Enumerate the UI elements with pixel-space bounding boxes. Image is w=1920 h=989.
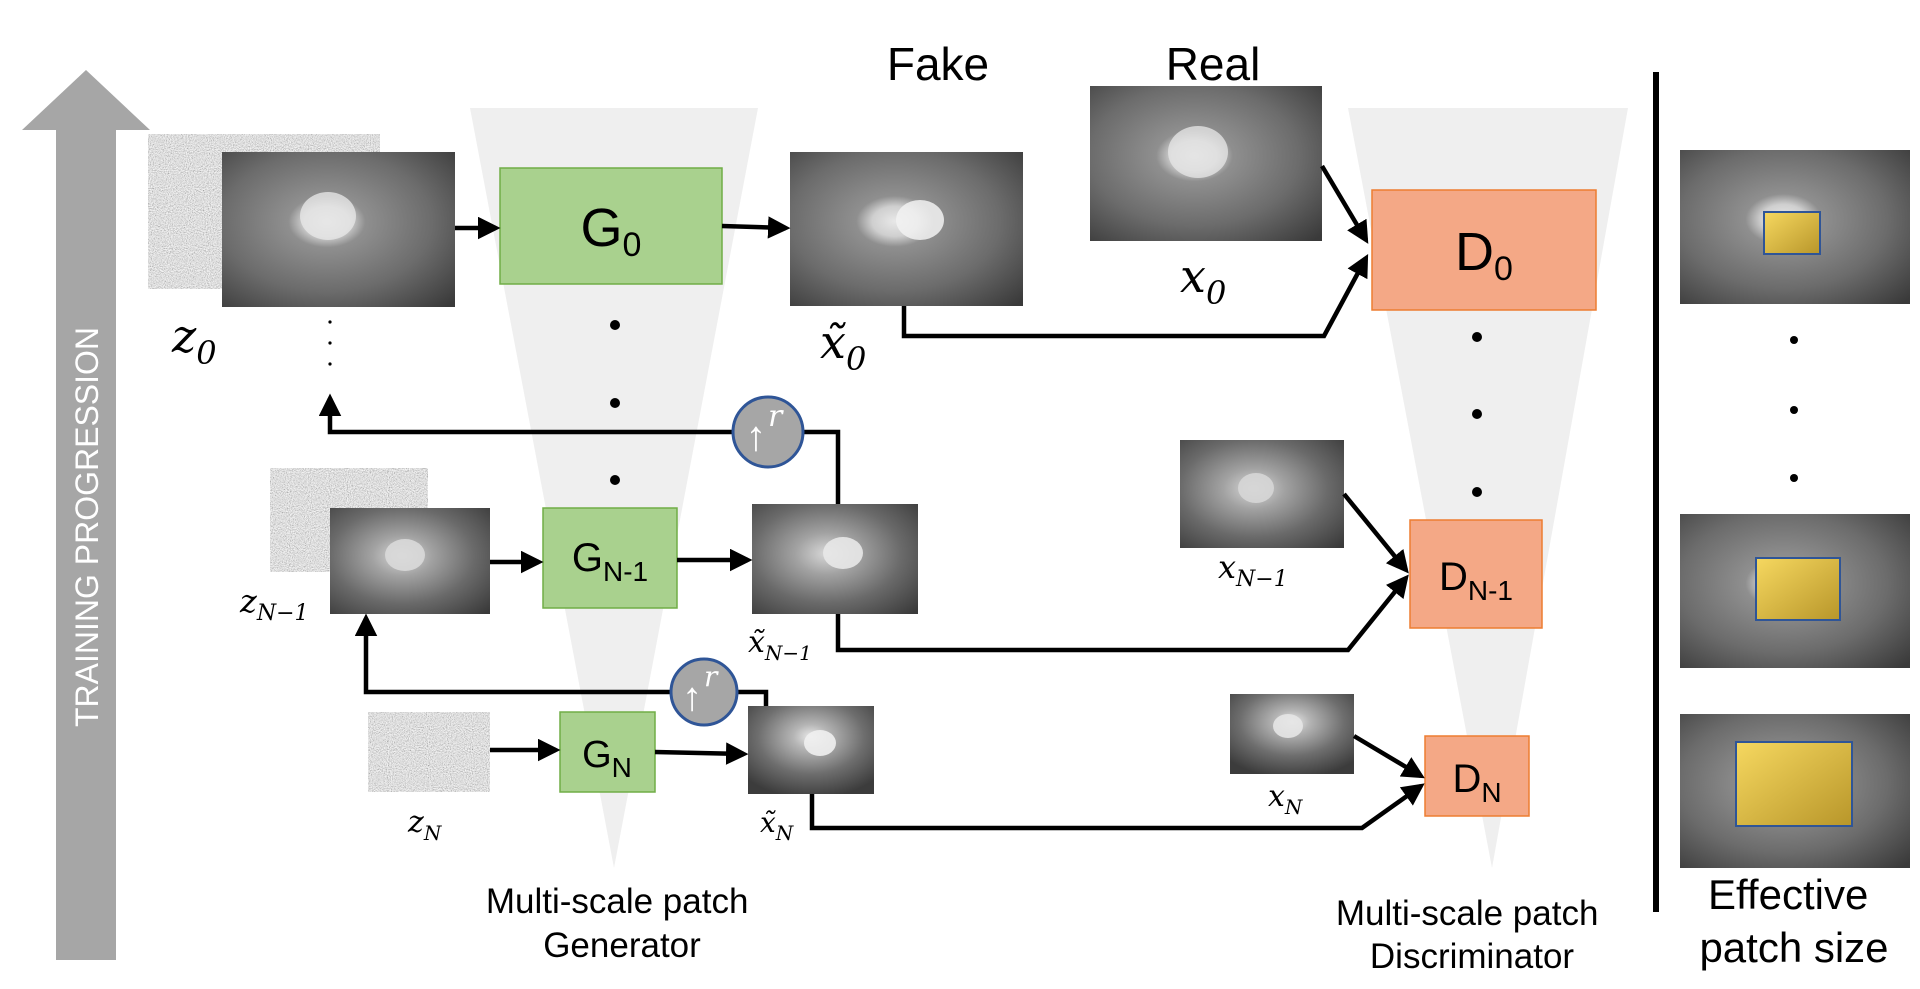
svg-text:GN: GN [582,734,632,783]
upsample-bottom-factor: r [704,660,719,693]
gn-base: G [582,734,612,776]
gn-sub: N [612,752,632,783]
noise-image-zn [368,712,490,792]
real-image-xn1 [1180,440,1344,548]
patch-small [1763,211,1821,255]
generator-caption: Multi-scale patch Generator [486,882,758,965]
g0-sub: 0 [623,226,642,264]
patch-dots [1790,336,1798,482]
svg-text:DN: DN [1452,757,1501,808]
input-image-scale-0 [222,152,455,307]
d0-base: D [1455,222,1494,282]
real-image-xn [1230,694,1354,774]
arrow-upsample-to-input0 [318,393,732,435]
discriminator-dn1: DN-1 [1409,519,1543,629]
training-progression-arrow [22,70,150,960]
fake-image-xn [748,706,874,794]
arrow-gn-to-faken [654,742,749,765]
patch-image-medium [1680,514,1910,668]
upsample-node-top: ↑ r [731,395,805,469]
label-xtilde-n1: x̃N−1 [748,625,812,665]
real-header: Real [1166,38,1261,90]
generator-gn1: GN-1 [542,507,678,609]
dn1-base: D [1439,555,1468,599]
effective-patch-caption: Effective patch size [1699,871,1888,971]
discriminator-dn: DN [1424,735,1530,817]
discriminator-d0: D0 [1371,189,1597,311]
label-xn: xN [1268,779,1304,819]
svg-text:DN-1: DN-1 [1439,555,1513,606]
dn1-sub: N-1 [1468,575,1513,606]
d0-sub: 0 [1494,250,1513,288]
upsample-top-factor: r [768,399,784,434]
generator-dots [610,320,620,485]
connectors [318,164,1425,831]
arrow-upsample-to-scalen1 [738,689,769,706]
label-xn1: xN−1 [1218,548,1288,592]
upsample-node-bottom: ↑ r [669,657,739,727]
patch-image-large [1680,714,1910,868]
generator-funnel [470,108,758,868]
discriminator-caption: Multi-scale patch Discriminator [1336,894,1608,976]
fake-image-x0 [790,152,1023,306]
dn-base: D [1452,757,1481,801]
label-zn: zN [407,805,443,845]
label-x0: x0 [1180,249,1226,312]
arrow-real0-to-d0 [1320,164,1369,244]
label-zn1: zN−1 [239,582,309,626]
arrow-realn1-to-dn1 [1342,492,1409,574]
fake-image-xn1 [752,504,918,614]
patch-medium [1755,557,1841,621]
upsample-top-arrow: ↑ [746,412,767,459]
patch-large [1735,741,1853,827]
arrow-upsample-to-scale0 [804,429,841,504]
dn-sub: N [1481,777,1501,808]
training-progression-label: TRAINING PROGRESSION [69,327,105,727]
svg-text:G0: G0 [581,198,642,264]
gn1-sub: N-1 [603,556,648,587]
arrow-g0-to-fake0 [721,216,791,239]
arrow-realn-to-dn [1352,734,1425,779]
svg-text:GN-1: GN-1 [572,536,648,587]
arrow-fake0-to-d0 [901,254,1369,339]
fake-header: Fake [887,38,989,90]
arrow-faken-to-dn [809,783,1425,831]
real-image-x0 [1090,86,1322,241]
arrow-upsample-to-inputn1 [354,613,670,695]
arrow-faken1-to-dn1 [835,574,1409,653]
svg-text:D0: D0 [1455,222,1513,288]
upsample-bottom-arrow: ↑ [682,675,702,719]
input-dots [328,320,332,366]
input-image-scale-n1 [330,508,490,614]
patch-image-small [1680,150,1910,304]
gn1-base: G [572,536,603,580]
g0-base: G [581,198,623,258]
generator-gn: GN [559,711,656,793]
label-z0: z0 [171,309,217,372]
label-xtilde-0: x̃0 [820,315,866,378]
generator-g0: G0 [499,167,723,285]
discriminator-dots [1472,332,1482,497]
label-xtilde-n: x̃N [760,806,795,845]
